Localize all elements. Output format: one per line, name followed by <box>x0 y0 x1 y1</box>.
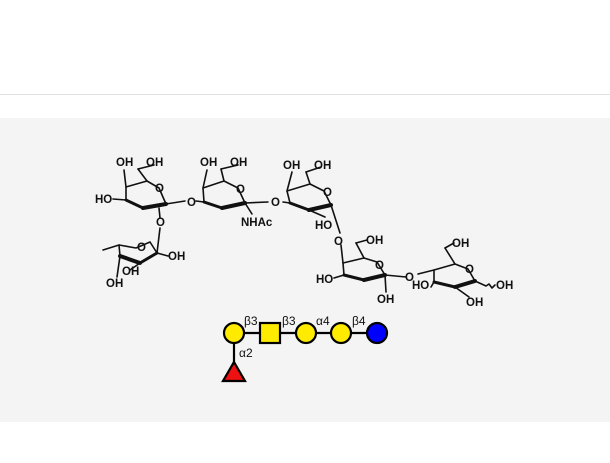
atom-label: OH <box>377 294 394 306</box>
ring-oxygen-label: O <box>465 264 474 276</box>
glycosidic-oxygen-label: O <box>405 272 414 284</box>
divider-line <box>0 94 610 95</box>
glycosidic-oxygen-label: O <box>156 217 165 229</box>
gal-circle-icon <box>294 321 318 345</box>
linkage-label: β3 <box>244 314 258 328</box>
ring-oxygen-label: O <box>375 260 384 272</box>
fuc-oh-label: OH <box>116 157 133 169</box>
atom-label: OH <box>230 157 247 169</box>
ring-oxygen-label: O <box>323 187 332 199</box>
ring-oxygen-label: O <box>236 184 245 196</box>
gal3-ring <box>333 239 407 293</box>
atom-label: HO <box>412 280 429 292</box>
gal-circle-icon <box>329 321 353 345</box>
blank-footer-area <box>0 422 610 463</box>
atom-labels: OH OH HO O O O O OH OH OH OH OH O NHAc O… <box>95 157 513 309</box>
linkage-label: β3 <box>282 314 296 328</box>
atom-label: OH <box>168 251 185 263</box>
structure-panel <box>0 118 610 422</box>
blank-header-area <box>0 0 610 94</box>
gal-circle-icon <box>222 321 246 345</box>
atom-label: OH <box>146 157 163 169</box>
atom-label: HO <box>95 194 112 206</box>
atom-label: OH <box>200 157 217 169</box>
fuc-ring <box>102 227 169 278</box>
atom-label: HO <box>316 274 333 286</box>
glcnac-ring <box>195 164 269 215</box>
nhac-label: NHAc <box>241 217 273 229</box>
ring-oxygen-label: O <box>155 183 164 195</box>
blank-gap <box>0 95 610 118</box>
glcnac-square-icon <box>258 321 282 345</box>
linkage-label: β4 <box>352 314 366 328</box>
glc-ring <box>417 242 496 298</box>
gal1-ring <box>112 164 186 219</box>
glycosidic-oxygen-label: O <box>187 197 196 209</box>
atom-label: OH <box>452 238 469 250</box>
atom-label: HO <box>315 220 332 232</box>
atom-label: OH <box>122 266 139 278</box>
gal2-ring <box>282 166 341 234</box>
atom-label: OH <box>283 160 300 172</box>
atom-label: OH <box>366 235 383 247</box>
atom-label: OH <box>314 160 331 172</box>
ring-oxygen-label: O <box>137 242 146 254</box>
linkage-label: α4 <box>316 314 330 328</box>
chemical-structure <box>102 164 496 298</box>
atom-label: OH <box>106 278 123 290</box>
atom-label: OH <box>466 297 483 309</box>
atom-label: OH <box>496 280 513 292</box>
glycosidic-oxygen-label: O <box>271 197 280 209</box>
glycosidic-oxygen-label: O <box>334 236 343 248</box>
fuc-triangle-icon <box>221 359 247 383</box>
glc-circle-icon <box>365 321 389 345</box>
glycan-symbol: β3 β3 α4 β4 α2 <box>221 314 389 383</box>
linkage-label: α2 <box>239 346 253 360</box>
